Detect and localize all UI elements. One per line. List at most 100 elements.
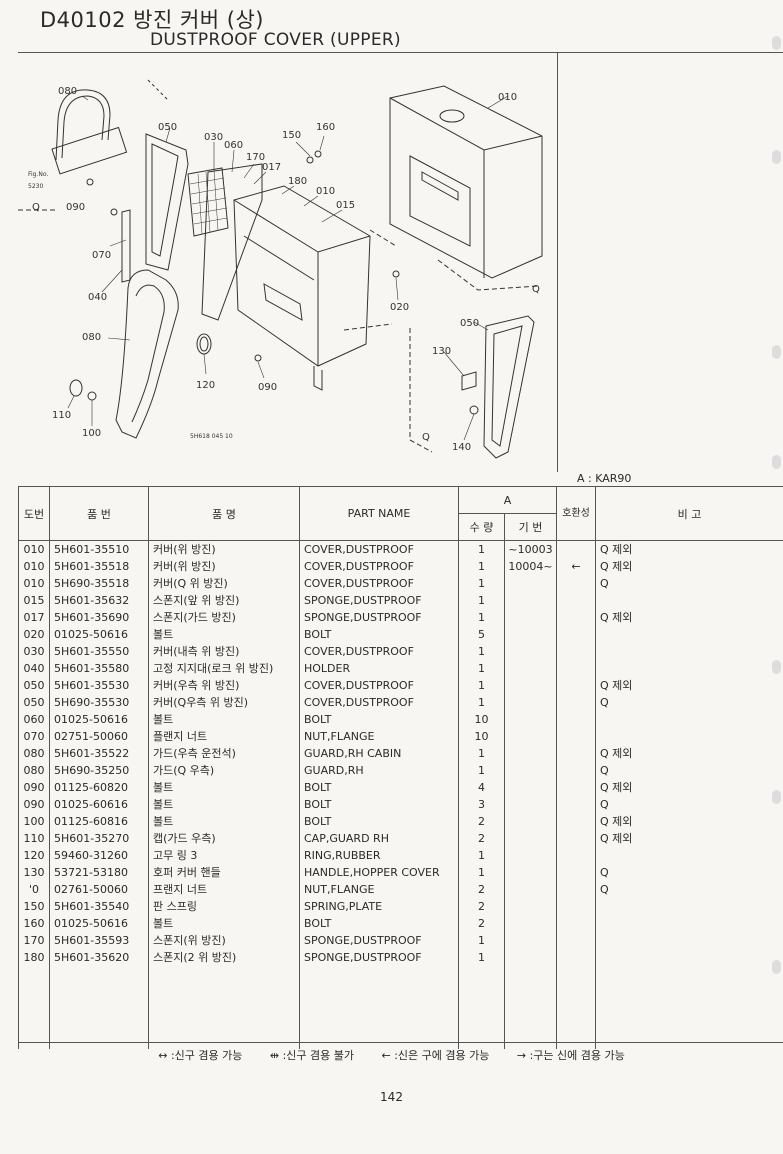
filler-cell: [556, 966, 596, 1049]
row-compat: [556, 949, 596, 966]
row-qty: 1: [458, 660, 505, 677]
row-ref: 080: [18, 762, 50, 779]
row-remark: Q: [595, 575, 783, 592]
row-serial: [504, 609, 557, 626]
row-name-kr: 커버(우측 위 방진): [148, 677, 300, 694]
row-remark: [595, 932, 783, 949]
diagram-label: 050: [158, 122, 177, 133]
row-compat: [556, 796, 596, 813]
row-compat: [556, 779, 596, 796]
row-name-kr: 고정 지지대(로크 위 방진): [148, 660, 300, 677]
row-part-no: 5H601-35510: [49, 540, 149, 558]
diagram-label: 110: [52, 410, 71, 421]
row-name-kr: 고무 링 3: [148, 847, 300, 864]
row-compat: [556, 643, 596, 660]
filler-cell: [595, 966, 783, 1049]
row-serial: [504, 949, 557, 966]
row-part-no: 5H601-35620: [49, 949, 149, 966]
row-part-name: COVER,DUSTPROOF: [299, 677, 459, 694]
row-remark: [595, 626, 783, 643]
row-serial: [504, 932, 557, 949]
row-compat: [556, 660, 596, 677]
row-qty: 1: [458, 643, 505, 660]
row-name-kr: 커버(내측 위 방진): [148, 643, 300, 660]
filler-cell: [458, 966, 505, 1049]
row-part-no: 02761-50060: [49, 881, 149, 898]
row-name-kr: 스폰지(2 위 방진): [148, 949, 300, 966]
legend-item: ⇹ :신구 겸용 불가: [269, 1049, 355, 1062]
diagram-label: 140: [452, 442, 471, 453]
row-remark: [595, 898, 783, 915]
diagram-label: 130: [432, 346, 451, 357]
diagram-label: 017: [262, 162, 281, 173]
row-part-name: HANDLE,HOPPER COVER: [299, 864, 459, 881]
binder-hole: [772, 455, 781, 469]
row-ref: 070: [18, 728, 50, 745]
legend-item: ← :신은 구에 겸용 가능: [381, 1049, 490, 1062]
row-name-kr: 커버(위 방진): [148, 540, 300, 558]
row-name-kr: 호퍼 커버 핸들: [148, 864, 300, 881]
row-name-kr: 캡(가드 우측): [148, 830, 300, 847]
row-serial: [504, 830, 557, 847]
row-compat: [556, 575, 596, 592]
diagram-label: 040: [88, 292, 107, 303]
diagram-label: 080: [82, 332, 101, 343]
row-part-name: COVER,DUSTPROOF: [299, 575, 459, 592]
row-qty: 1: [458, 932, 505, 949]
diagram-label: 100: [82, 428, 101, 439]
row-serial: [504, 881, 557, 898]
row-serial: [504, 694, 557, 711]
table-filler-row: [18, 966, 783, 1049]
row-serial: [504, 813, 557, 830]
header-serial: 기 번: [504, 513, 557, 541]
catalog-code-title: D40102 방진 커버 (상): [40, 8, 264, 32]
row-qty: 1: [458, 677, 505, 694]
variant-note: A : KAR90: [577, 472, 632, 485]
diagram-label: 010: [316, 186, 335, 197]
row-part-name: COVER,DUSTPROOF: [299, 558, 459, 575]
diagram-label: 030: [204, 132, 223, 143]
row-name-kr: 스폰지(위 방진): [148, 932, 300, 949]
row-name-kr: 볼트: [148, 796, 300, 813]
row-ref: 120: [18, 847, 50, 864]
row-ref: 090: [18, 796, 50, 813]
row-ref: '0: [18, 881, 50, 898]
row-qty: 2: [458, 915, 505, 932]
row-ref: 015: [18, 592, 50, 609]
row-qty: 1: [458, 694, 505, 711]
row-part-name: HOLDER: [299, 660, 459, 677]
row-remark: Q 제외: [595, 558, 783, 575]
row-remark: Q: [595, 762, 783, 779]
row-part-no: 5H601-35530: [49, 677, 149, 694]
row-part-no: 5H601-35550: [49, 643, 149, 660]
row-serial: ~10003: [504, 540, 557, 558]
diagram-label: 050: [460, 318, 479, 329]
row-remark: Q: [595, 864, 783, 881]
row-part-no: 02751-50060: [49, 728, 149, 745]
row-part-no: 01025-60616: [49, 796, 149, 813]
diagram-label: 015: [336, 200, 355, 211]
row-qty: 1: [458, 762, 505, 779]
row-ref: 160: [18, 915, 50, 932]
row-part-no: 01125-60816: [49, 813, 149, 830]
row-ref: 017: [18, 609, 50, 626]
row-name-kr: 커버(Q우측 위 방진): [148, 694, 300, 711]
row-compat: [556, 626, 596, 643]
row-part-no: 59460-31260: [49, 847, 149, 864]
row-serial: [504, 898, 557, 915]
row-part-name: NUT,FLANGE: [299, 881, 459, 898]
row-ref: 060: [18, 711, 50, 728]
row-part-no: 5H690-35250: [49, 762, 149, 779]
row-part-name: SPONGE,DUSTPROOF: [299, 949, 459, 966]
diagram-label: 120: [196, 380, 215, 391]
